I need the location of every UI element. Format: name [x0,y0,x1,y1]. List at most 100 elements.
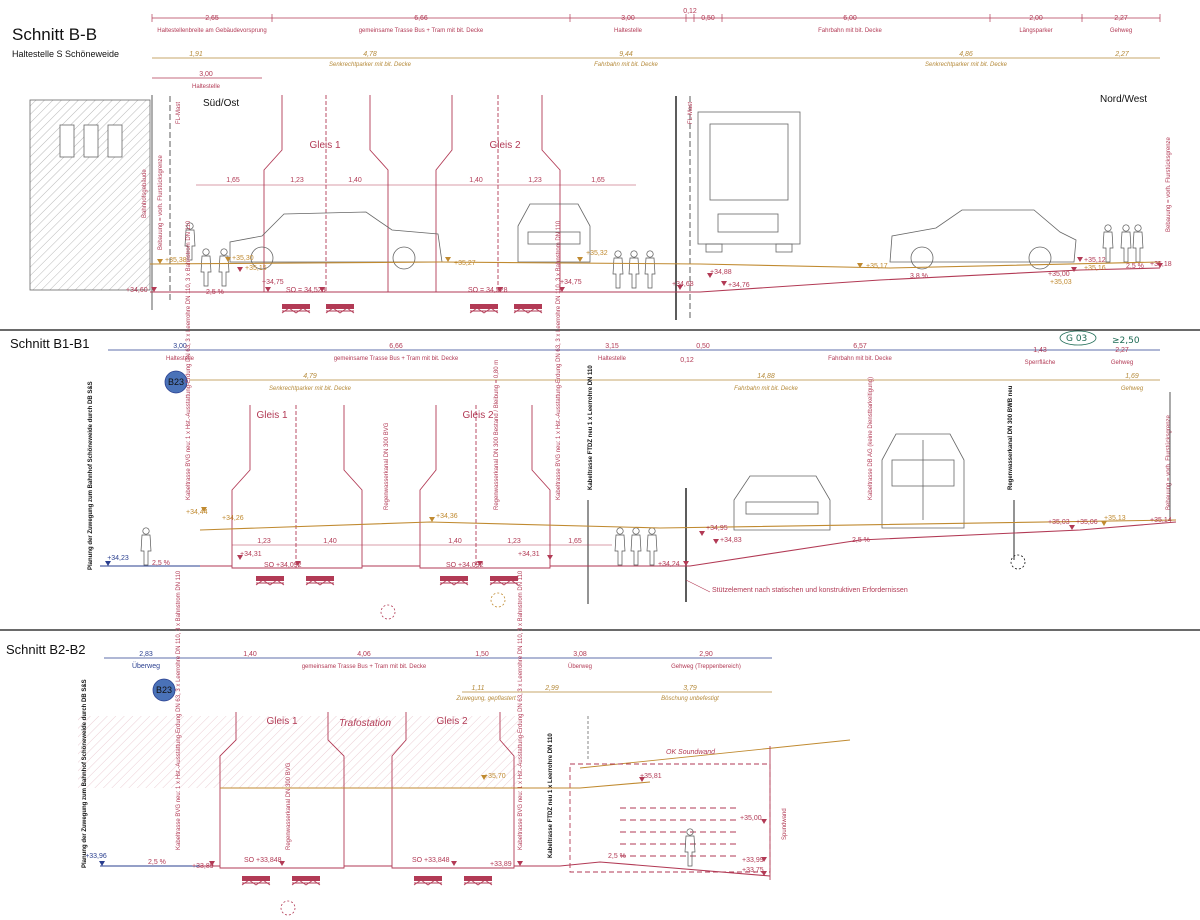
cable-label: Kabeltrasse BVG neu: 1 x Hst.-Ausstattun… [176,570,182,850]
marker-badge: B23 [164,370,188,394]
dim-value: 4,78 [363,51,377,58]
dim-label: Haltestelle [166,356,195,362]
slope: 2,5 % [148,859,166,866]
dim-label: Gehweg [1110,28,1132,34]
support-note: Stützelement nach statischen und konstru… [685,579,908,594]
dim-label: Gehweg [1111,360,1133,366]
car-front-view [733,475,831,531]
trafo-hatch-area [78,716,518,788]
elevation: +34,76 [728,282,750,289]
elevation: +34,31 [518,551,540,558]
dim-value: 1,40 [348,177,362,184]
section-b-b: Schnitt B-B Haltestelle S Schöneweide 2,… [12,8,1172,320]
elevation: +34,75 [560,279,582,286]
rails [255,575,519,586]
dim-value: 1,23 [507,538,521,545]
elevation: +33,89 [490,861,512,868]
elevation: SO = 34,528 [468,287,508,294]
elevation: +35,14 [1150,517,1172,524]
dim-value: 2,27 [1115,347,1129,354]
dim-label: Haltestelle [614,28,643,34]
elevation: SO = 34,528 [286,287,326,294]
track-dimensions: 1,65 1,23 1,40 1,40 1,23 1,65 [196,177,636,186]
dim-value: 2,65 [205,15,219,22]
track-1-label: Gleis 1 [266,716,298,727]
rails [241,875,493,886]
dim-value: 4,79 [303,373,317,380]
dim-label: Zuwegung, gepflastert [455,696,516,702]
dim-label: Fahrbahn mit bit. Decke [818,28,882,34]
dim-label: gemeinsame Trasse Bus + Tram mit bit. De… [302,664,427,670]
dim-value: 1,50 [475,651,489,658]
rails [281,303,543,314]
dim-value: 3,79 [683,685,697,692]
slope: 2,5 % [852,537,870,544]
dim-value: 1,91 [189,51,203,58]
dim-label: Fahrbahn mit bit. Decke [828,356,892,362]
dim-value: 6,66 [389,343,403,350]
planned-ground-line [150,267,1161,293]
dim-label: Haltestelle [192,84,221,90]
handwritten-notes: G 03 ≥2,50 [1059,330,1140,346]
dim-value: 2,00 [1029,15,1043,22]
dim-value: 6,00 [843,15,857,22]
parked-car-left [229,211,443,270]
elevation: +34,60 [126,287,148,294]
dim-label: Längsparker [1019,28,1052,34]
utility-labels: Planung der Zuwegung zum Bahnhof Schönew… [82,570,554,868]
station-building: Bahnhofsgebäude Bebauung = vorh. Flurstü… [29,99,182,291]
elevation: +34,95 [706,525,728,532]
section-b1-b1: Schnitt B1-B1 3,00 Haltestelle 6,66 geme… [10,220,1177,620]
dim-value: 1,69 [1125,373,1139,380]
track-1-label: Gleis 1 [309,140,341,151]
dim-value: 2,27 [1114,15,1128,22]
dim-value: 3,00 [621,15,635,22]
dim-label: Senkrechtparker mit bit. Decke [269,386,352,392]
direction-left: Süd/Ost [203,98,239,109]
slope: 2,5 % [206,289,224,296]
cable-label: Kabeltrasse BVG neu: 1 x Hst.-Ausstattun… [518,570,524,850]
track-2-label: Gleis 2 [489,140,521,151]
dim-value: 14,88 [757,373,775,380]
section-title: Schnitt B1-B1 [10,336,90,351]
dimension-chain-planned: 2,83 Überweg 1,40 4,06 gemeinsame Trasse… [104,651,772,670]
elevation: SO +34,092 [264,562,302,569]
elevation: +34,26 [222,515,244,522]
elevation: +33,96 [85,853,107,860]
elevation: +35,13 [1104,515,1126,522]
elevation: +35,00 [1048,271,1070,278]
soundwall-label: Spundwand [782,808,788,840]
slope: 2,5 % [1126,263,1144,270]
elevation: +34,31 [240,551,262,558]
slope: 2,5 % [152,560,170,567]
dim-value: 6,57 [853,343,867,350]
dim-value: 3,00 [173,343,187,350]
track-clearance-profiles [263,95,561,293]
dimension-chain-existing: 4,79 Senkrechtparker mit bit. Decke 14,8… [190,373,1160,392]
dim-value: 2,27 [1114,51,1130,58]
dim-value: 1,65 [591,177,605,184]
pedestrians [184,222,1144,289]
elevation-marks: +33,96 +33,89 SO +33,848 SO +33,848 +33,… [85,773,767,876]
section-b2-b2: Schnitt B2-B2 2,83 Überweg 1,40 4,06 gem… [6,570,851,916]
dim-label: Gehweg (Treppenbereich) [671,664,741,670]
dim-label: Gehweg [1121,386,1144,392]
van-rear-view [881,433,965,529]
dim-label: gemeinsame Trasse Bus + Tram mit bit. De… [359,28,484,34]
elevation: +35,06 [1076,519,1098,526]
track-2-label: Gleis 2 [462,410,494,421]
elevation: +35,03 [1050,279,1072,286]
elevation: +34,88 [710,269,732,276]
drain-label: Regenwasserkanal DN 300 Bestand / Bleibu… [494,360,500,510]
elevation: +35,30 [232,255,254,262]
dim-value: 2,90 [699,651,713,658]
elevation: +35,03 [1048,519,1070,526]
elevation: +34,23 [107,555,129,562]
soundwall-top-label: OK Soundwand [666,749,716,756]
dim-value: 1,40 [469,177,483,184]
section-subtitle: Haltestelle S Schöneweide [12,49,119,59]
elevation: +35,18 [1150,261,1172,268]
section-title: Schnitt B2-B2 [6,642,86,657]
mast-label: FL-Mast [688,102,694,124]
